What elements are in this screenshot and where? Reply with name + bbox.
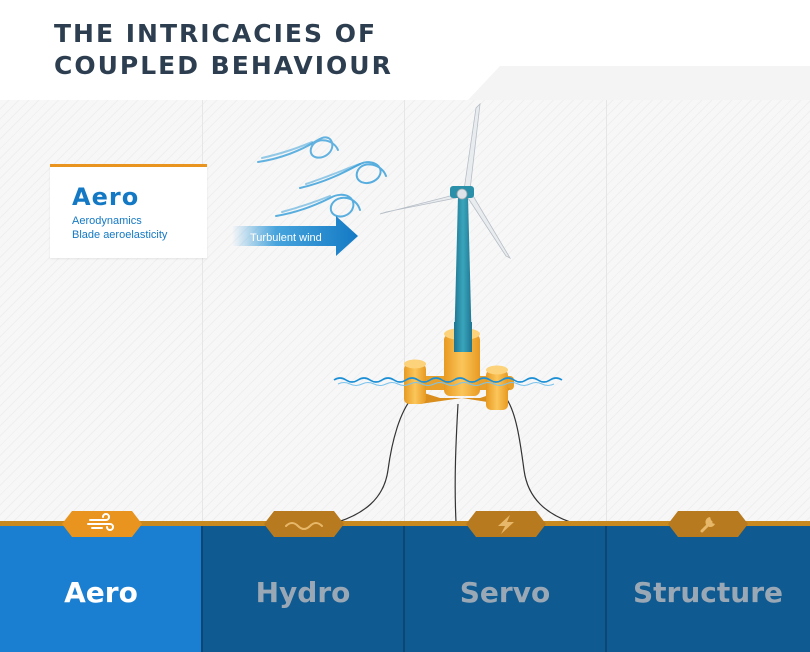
header-notch-shape <box>0 0 810 100</box>
info-card-aero: Aero Aerodynamics Blade aeroelasticity <box>50 164 207 258</box>
lightning-icon[interactable] <box>466 511 546 537</box>
floating-platform <box>404 322 514 410</box>
seabed-line <box>0 521 810 526</box>
tab-separator <box>403 524 405 652</box>
tab-hydro[interactable]: Hydro <box>202 524 404 652</box>
tab-hydro-label: Hydro <box>255 576 351 609</box>
tab-aero-label: Aero <box>64 576 138 609</box>
info-card-line-aerodynamics: Aerodynamics <box>72 215 142 227</box>
tab-separator <box>605 524 607 652</box>
column-divider <box>606 100 607 524</box>
turbine-tower <box>454 196 472 352</box>
tab-aero[interactable]: Aero <box>0 524 202 652</box>
tab-servo[interactable]: Servo <box>404 524 606 652</box>
tab-structure[interactable]: Structure <box>606 524 810 652</box>
column-divider <box>404 100 405 524</box>
wind-label: Turbulent wind <box>250 232 322 244</box>
turbine-nacelle <box>450 186 474 200</box>
tab-structure-label: Structure <box>632 576 783 609</box>
mooring-lines <box>337 397 571 523</box>
discipline-tabs: Aero Hydro Servo Structure <box>0 524 810 652</box>
info-card-line-aeroelasticity: Blade aeroelasticity <box>72 229 168 241</box>
water-surface-line <box>337 382 555 386</box>
info-card-title: Aero <box>72 183 140 211</box>
title-line-1: THE INTRICACIES OF <box>54 19 378 48</box>
wave-icon[interactable] <box>264 511 344 537</box>
header: THE INTRICACIES OF COUPLED BEHAVIOUR <box>0 0 810 100</box>
tab-separator <box>201 524 203 652</box>
turbulent-wind-arrow: Turbulent wind <box>232 216 358 256</box>
title-line-2: COUPLED BEHAVIOUR <box>54 51 393 80</box>
tab-servo-label: Servo <box>459 576 551 609</box>
column-divider <box>202 100 203 524</box>
wrench-icon[interactable] <box>668 511 748 537</box>
wind-swirls <box>257 136 387 218</box>
water-surface-line <box>333 377 563 383</box>
turbine-blades <box>379 102 512 259</box>
wind-icon[interactable] <box>62 511 142 537</box>
page-title: THE INTRICACIES OF COUPLED BEHAVIOUR <box>54 18 474 82</box>
